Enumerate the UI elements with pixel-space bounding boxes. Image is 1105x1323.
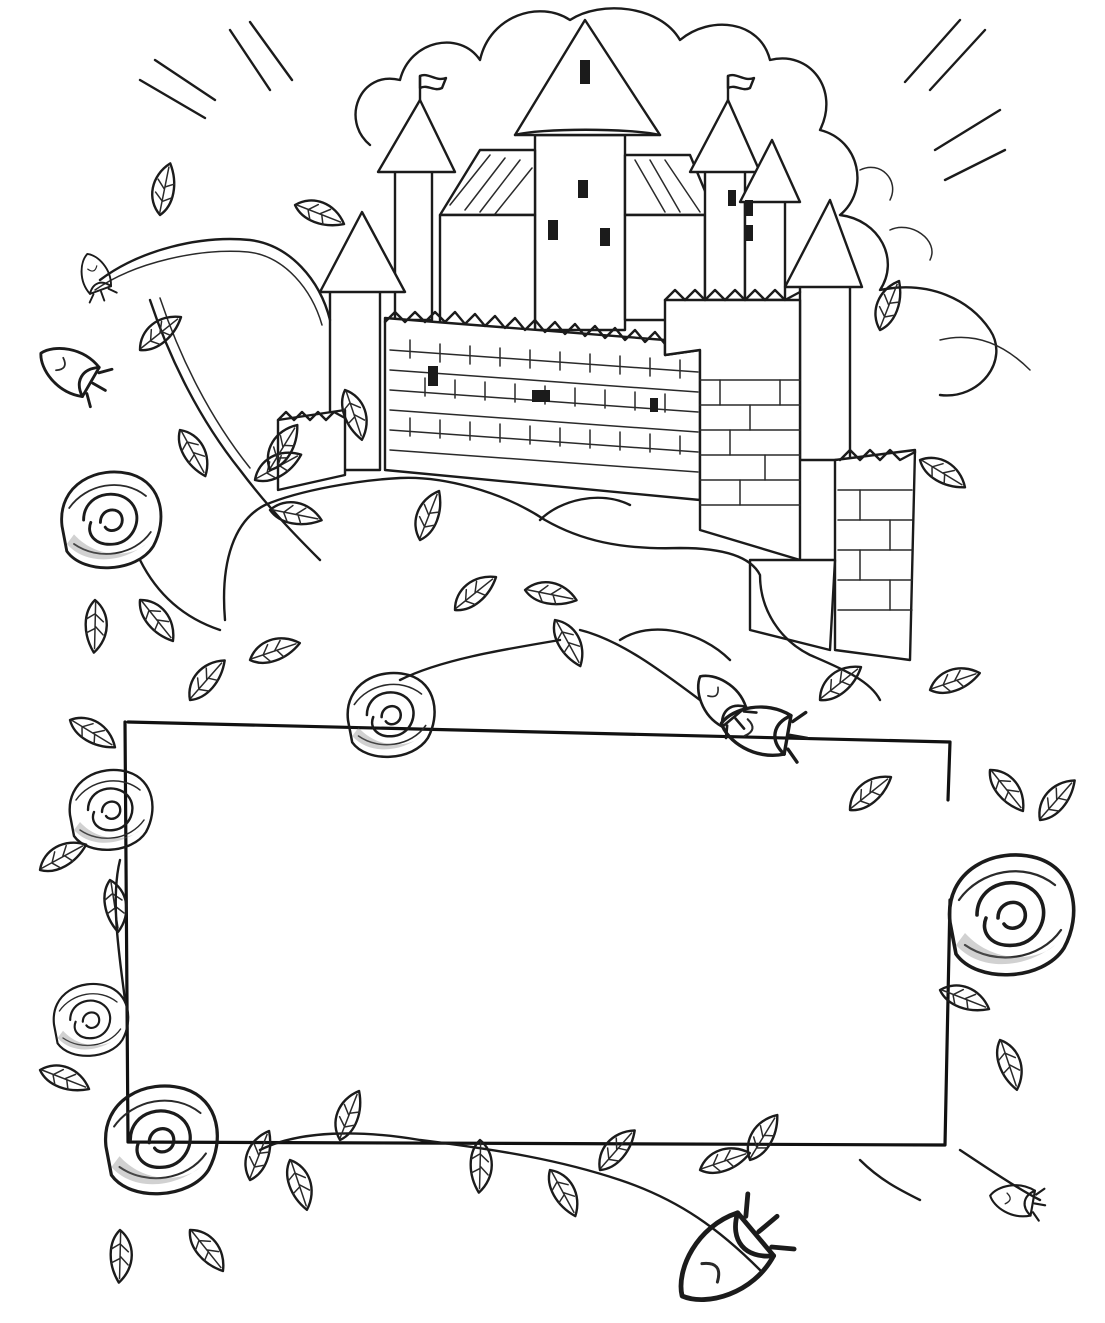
cloud-icon xyxy=(354,7,1031,397)
rose-icon xyxy=(28,248,222,656)
sun-rays-icon xyxy=(138,18,1007,182)
hills xyxy=(222,476,882,702)
frame-bottom-garland xyxy=(258,1085,922,1323)
vines-top-left xyxy=(94,159,372,562)
frame-right-garland xyxy=(840,760,1085,1223)
frame-top-garland xyxy=(178,275,984,765)
frame-left-garland xyxy=(33,706,283,1286)
blank-frame xyxy=(123,720,952,1147)
castle-icon xyxy=(276,18,917,662)
